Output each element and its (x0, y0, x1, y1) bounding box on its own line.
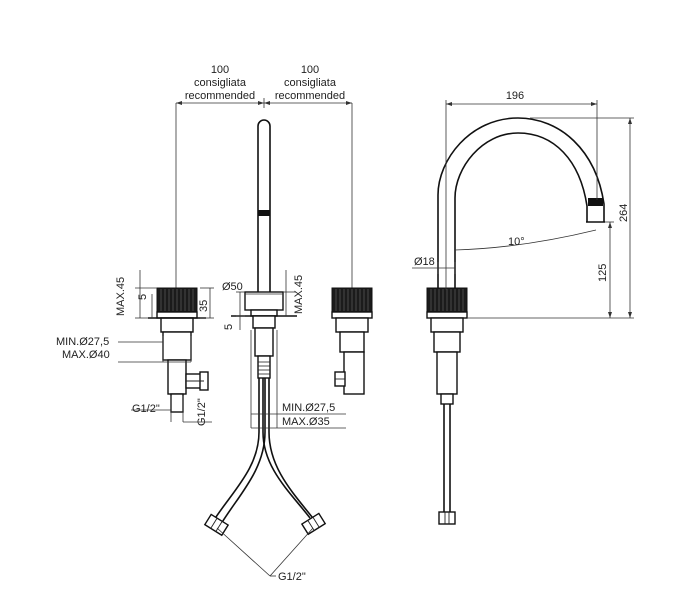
width-right-line1: consigliata (284, 77, 337, 89)
max40-label: MAX.Ø40 (62, 349, 110, 361)
width-196-label: 196 (506, 90, 524, 102)
side-view-spout (426, 117, 605, 525)
width-right-value: 100 (301, 64, 319, 76)
min275-left-label: MIN.Ø27,5 (56, 336, 109, 348)
width-right-line2: recommended (275, 90, 345, 102)
top-width-dimensions: 100 consigliata recommended 100 consigli… (175, 64, 353, 288)
phi18-label: Ø18 (414, 256, 435, 268)
height-125-label: 125 (597, 264, 609, 282)
left-valve-dimensions: MAX.45 5 35 MIN.Ø27,5 MAX.Ø40 G1/2" G1/2… (56, 270, 214, 426)
dim35-label: 35 (198, 300, 210, 312)
g12-bottom-label: G1/2" (278, 571, 306, 583)
height-264-label: 264 (618, 204, 630, 222)
max45-center-label: MAX.45 (293, 275, 305, 314)
center-spout (203, 119, 327, 537)
right-valve (331, 287, 373, 395)
width-left-line1: consigliata (194, 77, 247, 89)
dim5-left-label: 5 (137, 294, 149, 300)
max45-left-label: MAX.45 (115, 277, 127, 316)
dim5-center-label: 5 (223, 324, 235, 330)
left-valve (148, 287, 209, 413)
g12-left-label: G1/2" (132, 403, 160, 415)
max35-label: MAX.Ø35 (282, 416, 330, 428)
width-left-value: 100 (211, 64, 229, 76)
phi50-label: Ø50 (222, 281, 243, 293)
side-view-dimensions: 196 264 125 10° Ø18 (412, 90, 634, 319)
min275-center-label: MIN.Ø27,5 (282, 402, 335, 414)
g12-vertical-label: G1/2" (196, 398, 208, 426)
center-dimensions: 5 Ø50 MAX.45 MIN.Ø27,5 MAX.Ø35 G1/2" (216, 270, 346, 583)
angle-10-label: 10° (508, 236, 525, 248)
width-left-line2: recommended (185, 90, 255, 102)
